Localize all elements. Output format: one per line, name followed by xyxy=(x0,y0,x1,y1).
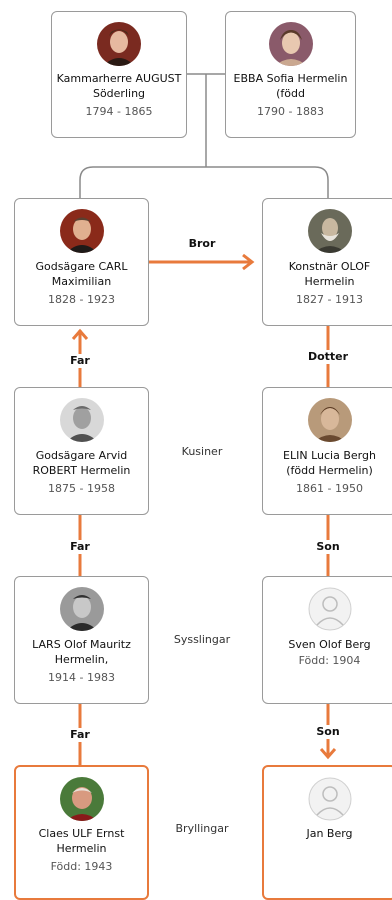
avatar-placeholder-icon xyxy=(308,777,352,821)
person-name: Jan Berg xyxy=(306,827,353,840)
person-name: EBBA Sofia Hermelin (född xyxy=(233,72,348,100)
link-label-bror: Bror xyxy=(183,237,221,251)
person-card-lars[interactable]: LARS Olof Mauritz Hermelin, 1914 - 1983 xyxy=(14,576,149,704)
person-years: Född: 1943 xyxy=(50,860,113,873)
person-years: 1914 - 1983 xyxy=(48,671,115,684)
person-name: Claes ULF Ernst Hermelin xyxy=(38,827,125,855)
relation-label-bryllingar: Bryllingar xyxy=(175,822,229,835)
person-card-elin[interactable]: ELIN Lucia Bergh (född Hermelin) 1861 - … xyxy=(262,387,392,515)
person-card-jan[interactable]: Jan Berg xyxy=(262,765,392,900)
link-label-dotter: Dotter xyxy=(305,350,351,364)
person-card-sven[interactable]: Sven Olof Berg Född: 1904 xyxy=(262,576,392,704)
link-label-far: Far xyxy=(64,540,96,554)
avatar xyxy=(59,587,104,631)
person-years: 1861 - 1950 xyxy=(296,482,363,495)
person-card-ulf[interactable]: Claes ULF Ernst Hermelin Född: 1943 xyxy=(14,765,149,900)
avatar xyxy=(307,209,352,253)
person-years: Född: 1904 xyxy=(298,654,361,667)
link-label-son: Son xyxy=(312,725,344,739)
person-card-august[interactable]: Kammarherre AUGUST Söderling 1794 - 1865 xyxy=(51,11,187,138)
person-name: LARS Olof Mauritz Hermelin, xyxy=(32,638,131,666)
avatar xyxy=(59,777,104,821)
avatar xyxy=(97,22,141,66)
person-years: 1790 - 1883 xyxy=(257,105,324,118)
person-card-robert[interactable]: Godsägare Arvid ROBERT Hermelin 1875 - 1… xyxy=(14,387,149,515)
avatar xyxy=(307,398,352,442)
person-name: Sven Olof Berg xyxy=(288,638,371,651)
relation-label-kusiner: Kusiner xyxy=(181,445,223,458)
person-years: 1794 - 1865 xyxy=(85,105,153,118)
person-name: Godsägare Arvid ROBERT Hermelin xyxy=(32,449,131,477)
avatar xyxy=(59,398,104,442)
avatar-placeholder-icon xyxy=(308,587,352,631)
person-years: 1827 - 1913 xyxy=(296,293,363,306)
link-label-far: Far xyxy=(64,728,96,742)
relation-label-sysslingar: Sysslingar xyxy=(173,633,231,646)
person-card-ebba[interactable]: EBBA Sofia Hermelin (född 1790 - 1883 xyxy=(225,11,356,138)
person-name: Konstnär OLOF Hermelin xyxy=(288,260,371,288)
person-years: 1875 - 1958 xyxy=(48,482,115,495)
link-label-son: Son xyxy=(312,540,344,554)
avatar xyxy=(268,22,313,66)
person-card-carl[interactable]: Godsägare CARL Maximilian 1828 - 1923 xyxy=(14,198,149,326)
avatar xyxy=(59,209,104,253)
person-card-olof[interactable]: Konstnär OLOF Hermelin 1827 - 1913 xyxy=(262,198,392,326)
person-name: Kammarherre AUGUST Söderling xyxy=(56,72,182,100)
person-name: Godsägare CARL Maximilian xyxy=(35,260,128,288)
person-name: ELIN Lucia Bergh (född Hermelin) xyxy=(283,449,376,477)
link-label-far: Far xyxy=(64,354,96,368)
person-years: 1828 - 1923 xyxy=(48,293,115,306)
